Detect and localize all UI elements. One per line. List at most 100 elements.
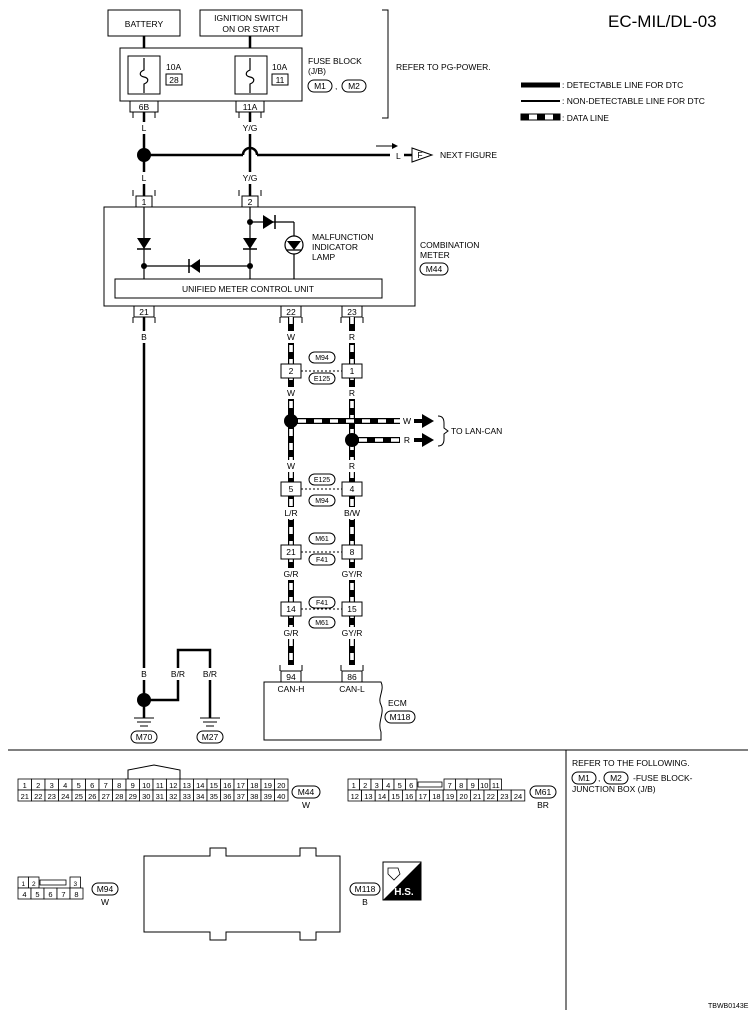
arrow-w-icon [422, 414, 434, 428]
m44-pin-label: 4 [63, 781, 67, 790]
lbg6 [345, 460, 359, 472]
refer-pg-power: REFER TO PG-POWER. [396, 62, 491, 72]
wire-br [144, 648, 212, 718]
meter-pin-2-label: 2 [248, 197, 253, 207]
label-bg-b2 [139, 668, 150, 680]
meter-name-2: METER [420, 250, 450, 260]
fuse-28-num: 28 [169, 75, 179, 85]
joint3-bottom-pill [308, 553, 336, 566]
m44-pin-label: 29 [129, 792, 137, 801]
fuse-11-num: 11 [276, 75, 285, 85]
m44-pin-label: 26 [88, 792, 96, 801]
joint3-left: 21 [286, 547, 296, 557]
wire-label-w-1: W [287, 332, 295, 342]
hs-triangle [383, 862, 421, 900]
wire-label-gr-2: G/R [283, 628, 298, 638]
m44-pin-label: 36 [223, 792, 231, 801]
m44-pin-label: 31 [156, 792, 164, 801]
m44-pin-label: 15 [210, 781, 218, 790]
wire-label-b-2: B [141, 669, 147, 679]
battery-box [107, 9, 181, 37]
legend-detectable: : DETECTABLE LINE FOR DTC [562, 80, 683, 90]
terminal-ticks-meter [132, 190, 262, 196]
refer-desc-1: -FUSE BLOCK- [633, 773, 693, 783]
m118-shell [143, 847, 341, 941]
wire-label-gyr-1: GY/R [342, 569, 363, 579]
wire-label-gyr-2: GY/R [342, 628, 363, 638]
m61-name: M61 [535, 787, 552, 797]
label-bg-b1 [139, 331, 150, 343]
joint4-right: 15 [347, 604, 357, 614]
wire-label-bw: B/W [344, 508, 360, 518]
m44-pin-label: 14 [196, 781, 204, 790]
m94-pin-label: 4 [22, 890, 26, 899]
refer-comma: , [598, 773, 600, 783]
ground-2-icon [200, 717, 220, 727]
conn-m70: M70 [136, 732, 153, 742]
m44-pin-label: 25 [75, 792, 83, 801]
terminal-ticks-meter-bottom [132, 317, 364, 323]
meter-pin-23-label: 23 [347, 307, 357, 317]
m61-pin-label: 15 [391, 792, 399, 801]
m61-pin-label: 12 [351, 792, 359, 801]
m61-pin-label: 6 [409, 781, 413, 790]
conn-m44-pill [419, 262, 449, 276]
m44-pin-label: 11 [156, 781, 164, 790]
refer-m2-pill [603, 771, 629, 785]
battery-label: BATTERY [125, 19, 164, 29]
m61-pin-label: 14 [378, 792, 386, 801]
fuse-11-num-box [271, 73, 289, 86]
joint3-bottom: F41 [316, 557, 328, 564]
m94-pin-label: 6 [48, 890, 52, 899]
m94-pin-label: 2 [32, 881, 36, 888]
m61-pin-label: 23 [500, 792, 508, 801]
m61-pin-label: 1 [352, 781, 356, 790]
joint3-right: 8 [350, 547, 355, 557]
m44-pill [291, 785, 321, 799]
m44-name: M44 [298, 787, 315, 797]
m61-pin-label: 24 [514, 792, 522, 801]
lbg8 [340, 507, 364, 519]
ecm-label: ECM [388, 698, 407, 708]
unified-meter-control-unit [114, 278, 383, 299]
m118-pill [349, 882, 381, 896]
m44-pin-label: 6 [90, 781, 94, 790]
lbg4 [345, 387, 359, 399]
unit-label: UNIFIED METER CONTROL UNIT [182, 284, 314, 294]
m94-pin-label: 7 [61, 890, 65, 899]
lbg12 [338, 627, 366, 639]
wire-label-w-3: W [287, 461, 295, 471]
joint-connector-4: 14 15 F41 M61 [280, 596, 363, 629]
wire-label-l-1: L [142, 123, 147, 133]
m61-pin-label: 17 [419, 792, 427, 801]
joint-connector-1: 2 1 M94 E125 [280, 351, 363, 385]
m44-pin-label: 22 [34, 792, 42, 801]
m61-pill [529, 785, 557, 799]
m61-pin-label: 10 [480, 781, 488, 790]
legend-dataline-seg1 [521, 114, 529, 120]
m44-pin-label: 20 [277, 781, 285, 790]
m61-pin-label: 13 [364, 792, 372, 801]
m44-pin-label: 19 [264, 781, 272, 790]
joint-connector-2: 5 4 E125 M94 [280, 473, 363, 507]
terminal-ticks-ecm [279, 665, 364, 671]
joint1-left: 2 [289, 366, 294, 376]
diode-2-icon [243, 238, 257, 249]
m44-pin-label: 23 [48, 792, 56, 801]
joint1-right: 1 [350, 366, 355, 376]
next-figure-tag-icon [411, 147, 434, 163]
m61-pin-label: 4 [386, 781, 390, 790]
fuse-block-label-2: (J/B) [308, 66, 326, 76]
m61-pin-label: 21 [473, 792, 481, 801]
m44-pin-label: 5 [77, 781, 81, 790]
wire-label-r-1: R [349, 332, 355, 342]
joint2-top: E125 [314, 477, 330, 484]
joint2-left: 5 [289, 484, 294, 494]
m61-pin-label: 20 [459, 792, 467, 801]
m61-pin-label: 2 [363, 781, 367, 790]
conn-m1-pill [307, 79, 333, 93]
wire-label-r-2: R [349, 388, 355, 398]
joint4-bottom: M61 [315, 620, 329, 627]
joint4-left: 14 [286, 604, 296, 614]
